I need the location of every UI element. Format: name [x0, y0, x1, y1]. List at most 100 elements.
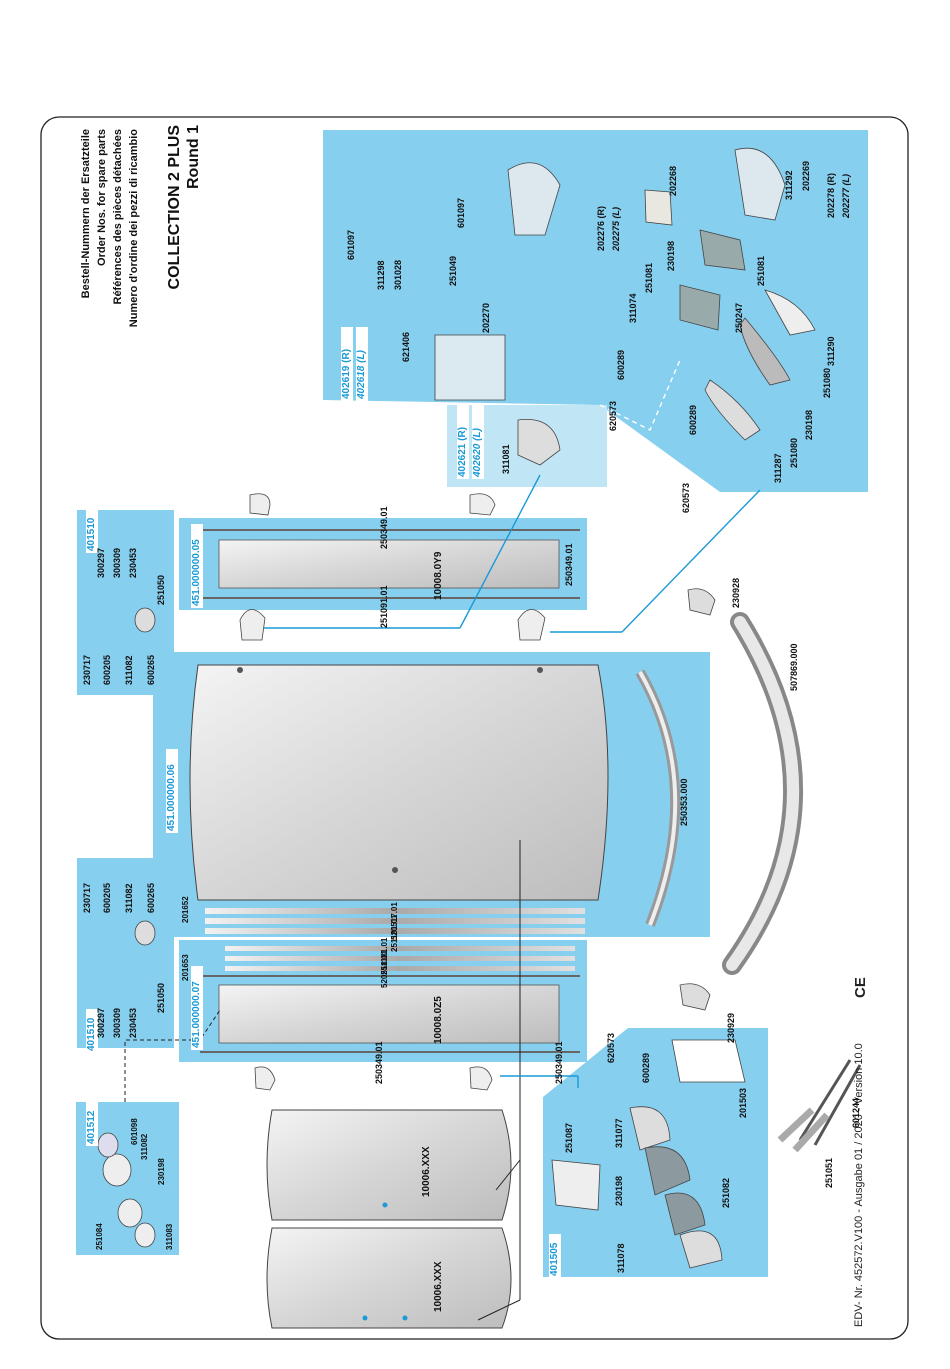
part-label: 620573 — [681, 482, 691, 513]
page-frame — [40, 116, 909, 1340]
glass-panel-2 — [266, 1227, 512, 1329]
part-label: 251087 — [564, 1122, 574, 1153]
part-label: 311077 — [614, 1118, 624, 1148]
glass-a05 — [218, 539, 560, 589]
part-label: 251080 — [789, 437, 799, 468]
part-label: 251081 — [644, 262, 654, 293]
part-label: 251049 — [448, 255, 458, 286]
part-label: 230453 — [128, 1007, 138, 1038]
part-label: 202268 — [668, 165, 678, 196]
glass-a07 — [218, 984, 560, 1044]
part-label: 251082 — [721, 1177, 731, 1208]
part-label: 311078 — [616, 1243, 626, 1273]
glass-panel-1 — [266, 1109, 512, 1221]
kit-401512: 401512 — [86, 1102, 98, 1146]
kit-402620: 402620 (L) — [472, 405, 484, 479]
part-label: 202278 (R) — [826, 172, 836, 218]
part-label: 230928 — [731, 577, 741, 608]
profile-label: 250349.01 — [564, 543, 574, 586]
part-label: 230198 — [614, 1175, 624, 1206]
part-label: 202276 (R) — [596, 205, 606, 251]
part-label: 300309 — [112, 547, 122, 578]
part-label: 202270 — [481, 302, 491, 333]
part-label: 201652 — [181, 896, 190, 923]
profile-label: 251181.01 — [390, 914, 399, 952]
part-label: 230198 — [157, 1158, 166, 1185]
part-label: 311074 — [628, 293, 638, 323]
part-label: 201503 — [738, 1087, 748, 1118]
glass-label-1: 10006.XXX — [421, 1146, 432, 1197]
part-label: 230717 — [82, 654, 92, 685]
product-variant: Round 1 — [185, 125, 202, 189]
header-line-2: Order Nos. for spare parts — [96, 129, 108, 266]
part-label: 301028 — [393, 259, 403, 290]
part-label: 202275 (L) — [611, 206, 621, 251]
part-label: 230929 — [726, 1012, 736, 1043]
profile-label: 251091.01 — [379, 585, 389, 628]
header-line-1: Bestell-Nummern der Ersatzteile — [80, 129, 92, 299]
glass-label-2: 10006.XXX — [433, 1261, 444, 1312]
part-label: 251080 — [822, 367, 832, 398]
profile-label: 507869.000 — [789, 643, 799, 691]
part-label: 600289 — [688, 404, 698, 435]
part-label: 202277 (L) — [841, 173, 851, 218]
part-label: 600265 — [146, 882, 156, 913]
glass-a06 — [189, 664, 609, 901]
part-label: 300309 — [112, 1007, 122, 1038]
assembly-05: 451.000000.05 — [191, 524, 203, 608]
profile-label: 520518.01 — [380, 950, 389, 988]
part-label: 230453 — [128, 547, 138, 578]
profile-label: 250349.01 — [379, 506, 389, 549]
part-label: 311082 — [140, 1133, 149, 1160]
kit-401505: 401505 — [549, 1234, 561, 1278]
glass-label-a05: 10008.0Y9 — [433, 551, 444, 600]
profile-label: 250353.000 — [679, 778, 689, 826]
part-label: 601097 — [346, 229, 356, 260]
part-label: 201653 — [181, 954, 190, 981]
assembly-06: 451.000000.06 — [166, 749, 178, 833]
product-name: COLLECTION 2 PLUS — [166, 125, 183, 290]
part-label: 251050 — [156, 574, 166, 605]
part-label: 311083 — [165, 1223, 174, 1250]
part-label: 600289 — [616, 349, 626, 380]
part-label: 601244 — [851, 1097, 861, 1128]
profile-label: 250349.01 — [374, 1041, 384, 1084]
part-label: 251081 — [756, 255, 766, 286]
part-label: 601098 — [130, 1118, 139, 1145]
header-line-3: Références des pièces détachées — [112, 129, 124, 305]
part-label: 620573 — [608, 400, 618, 431]
part-label: 230198 — [666, 240, 676, 271]
part-label: 311298 — [376, 260, 386, 290]
part-label: 621406 — [401, 331, 411, 362]
glass-label-a07: 10008.0Z5 — [433, 996, 444, 1044]
part-label: 300297 — [96, 547, 106, 578]
part-label: 311082 — [124, 883, 134, 913]
part-label: 230717 — [82, 882, 92, 913]
profile-label: 250349.01 — [554, 1041, 564, 1084]
part-label: 311082 — [124, 655, 134, 685]
footer-text: EDV- Nr. 452572.V100 - Ausgabe 01 / 2020… — [853, 1043, 865, 1327]
part-label: 311292 — [784, 170, 794, 200]
part-label: 251051 — [824, 1157, 834, 1188]
part-label: 251050 — [156, 982, 166, 1013]
kit-402621: 402621 (R) — [457, 405, 469, 479]
part-label: 251084 — [95, 1223, 104, 1250]
part-label: 250247 — [734, 302, 744, 333]
part-label: 311287 — [773, 453, 783, 483]
part-label: 600205 — [102, 654, 112, 685]
part-label: 620573 — [606, 1032, 616, 1063]
kit-402618: 402618 (L) — [356, 327, 368, 401]
part-label: 230198 — [804, 409, 814, 440]
part-label: 202269 — [801, 160, 811, 191]
part-label: 600205 — [102, 882, 112, 913]
header-line-4: Numero d'ordine dei pezzi di ricambio — [128, 129, 140, 328]
ce-mark: CE — [852, 977, 869, 998]
part-label: 311081 — [501, 444, 511, 474]
part-label: 600265 — [146, 654, 156, 685]
part-label: 601097 — [456, 197, 466, 228]
part-label: 300297 — [96, 1007, 106, 1038]
part-label: 600289 — [641, 1052, 651, 1083]
kit-402619: 402619 (R) — [341, 327, 353, 401]
